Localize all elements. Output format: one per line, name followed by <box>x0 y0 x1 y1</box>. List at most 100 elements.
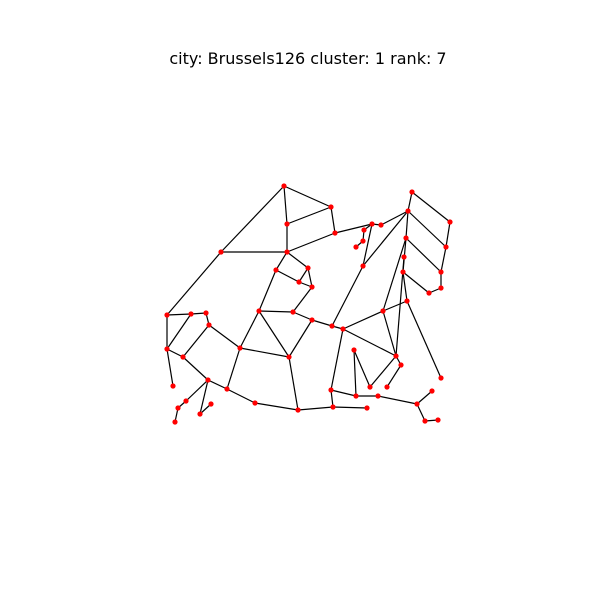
graph-node <box>361 227 367 233</box>
graph-node <box>438 269 444 275</box>
graph-edge <box>258 310 294 313</box>
graph-node <box>369 221 375 227</box>
graph-edge <box>382 237 407 312</box>
graph-node <box>351 347 357 353</box>
graph-edge <box>226 347 241 390</box>
graph-edge <box>416 390 433 405</box>
graph-node <box>164 346 170 352</box>
graph-node <box>284 221 290 227</box>
graph-node <box>409 189 415 195</box>
graph-edge <box>182 324 210 358</box>
graph-edge <box>166 313 192 350</box>
graph-node <box>281 183 287 189</box>
graph-node <box>328 204 334 210</box>
graph-node <box>224 386 230 392</box>
graph-edge <box>283 185 288 225</box>
graph-node <box>401 254 407 260</box>
graph-node <box>340 326 346 332</box>
graph-node <box>290 309 296 315</box>
graph-node <box>429 388 435 394</box>
graph-node <box>400 269 406 275</box>
graph-edge <box>416 403 426 422</box>
graph-node <box>422 418 428 424</box>
graph-node <box>286 354 292 360</box>
graph-node <box>164 312 170 318</box>
graph-node <box>426 290 432 296</box>
graph-node <box>332 230 338 236</box>
graph-edge <box>298 267 309 283</box>
graph-node <box>393 353 399 359</box>
graph-edge <box>292 311 313 321</box>
graph-node <box>330 404 336 410</box>
graph-edge <box>166 348 174 387</box>
graph-edge <box>292 286 313 313</box>
graph-edge <box>362 223 373 267</box>
graph-edge <box>288 319 313 358</box>
graph-edge <box>288 356 299 411</box>
graph-edge <box>220 185 285 253</box>
graph-node <box>367 384 373 390</box>
graph-edge <box>334 223 373 234</box>
graph-node <box>256 308 262 314</box>
graph-edge <box>353 349 357 397</box>
graph-edge <box>330 328 344 391</box>
graph-edge <box>353 349 371 388</box>
graph-node <box>353 244 359 250</box>
graph-node <box>447 219 453 225</box>
graph-edge <box>226 388 256 404</box>
graph-edge <box>330 389 357 397</box>
graph-node <box>438 285 444 291</box>
graph-node <box>360 238 366 244</box>
graph-edge <box>286 251 309 269</box>
graph-edge <box>406 300 442 379</box>
graph-edge <box>405 210 409 239</box>
edge-layer <box>166 185 451 423</box>
graph-edge <box>386 364 402 388</box>
graph-node <box>378 222 384 228</box>
graph-edge <box>166 313 192 316</box>
graph-node <box>364 405 370 411</box>
graph-edge <box>286 232 336 253</box>
graph-edge <box>275 251 288 271</box>
graph-edge <box>402 271 430 294</box>
graph-node <box>329 323 335 329</box>
graph-edge <box>342 310 384 330</box>
graph-node <box>188 311 194 317</box>
graph-node <box>375 393 381 399</box>
graph-edge <box>208 324 241 349</box>
graph-node <box>172 419 178 425</box>
graph-node <box>405 208 411 214</box>
graph-edge <box>407 191 413 212</box>
graph-edge <box>362 210 409 267</box>
graph-edge <box>283 185 332 208</box>
figure-title: city: Brussels126 cluster: 1 rank: 7 <box>169 49 446 68</box>
graph-node <box>175 405 181 411</box>
graph-edge <box>258 269 277 312</box>
graph-edge <box>382 310 397 357</box>
graph-edge <box>258 310 290 358</box>
graph-edge <box>307 267 313 288</box>
graph-node <box>284 249 290 255</box>
graph-node <box>403 235 409 241</box>
graph-edge <box>239 310 260 349</box>
graph-node <box>398 362 404 368</box>
graph-edge <box>330 206 336 234</box>
graph-edge <box>380 210 409 226</box>
graph-edge <box>407 210 447 248</box>
graph-node <box>252 400 258 406</box>
graph-edge <box>286 206 332 225</box>
graph-edge <box>166 348 184 358</box>
graph-node <box>443 244 449 250</box>
graph-edge <box>445 221 451 248</box>
graph-edge <box>207 379 228 390</box>
graph-edge <box>369 355 397 388</box>
graph-edge <box>440 246 447 273</box>
graph-node <box>435 417 441 423</box>
graph-edge <box>182 356 209 381</box>
graph-node <box>305 265 311 271</box>
graph-node <box>237 345 243 351</box>
graph-node <box>438 375 444 381</box>
graph-edge <box>166 251 222 316</box>
graph-edge <box>411 191 451 223</box>
